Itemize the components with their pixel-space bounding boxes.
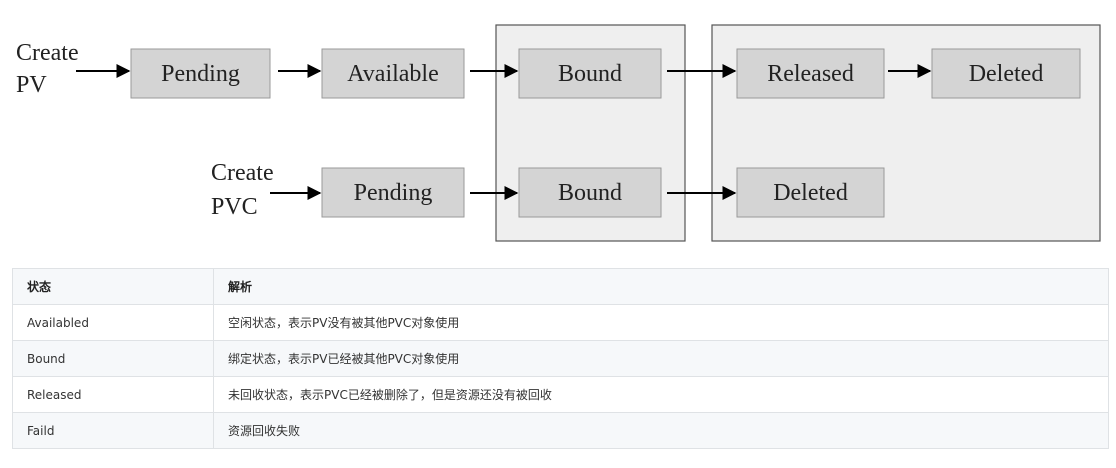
pv-state-table: 状态 解析 Availabled 空闲状态，表示PV没有被其他PVC对象使用 B… [12, 268, 1109, 449]
description-cell: 空闲状态，表示PV没有被其他PVC对象使用 [213, 304, 1109, 341]
node-label: Bound [558, 61, 622, 87]
state-cell: Availabled [12, 304, 214, 341]
node-label: Bound [558, 180, 622, 206]
column-header-description: 解析 [213, 268, 1109, 305]
node-label: Released [767, 61, 854, 87]
create-pv-label: Create PV [16, 40, 85, 98]
table-row: Bound 绑定状态，表示PV已经被其他PVC对象使用 [12, 340, 1109, 377]
state-cell: Faild [12, 412, 214, 449]
node-label: Deleted [773, 180, 848, 206]
state-cell: Bound [12, 340, 214, 377]
node-pvc-bound: Bound [518, 167, 662, 218]
node-pvc-pending: Pending [321, 167, 465, 218]
node-pv-deleted: Deleted [931, 48, 1081, 99]
description-cell: 未回收状态，表示PVC已经被删除了，但是资源还没有被回收 [213, 376, 1109, 413]
create-pvc-label: Create PVC [211, 160, 280, 220]
table-row: Faild 资源回收失败 [12, 412, 1109, 449]
node-pv-pending: Pending [130, 48, 271, 99]
state-cell: Released [12, 376, 214, 413]
node-pv-released: Released [736, 48, 885, 99]
node-pvc-deleted: Deleted [736, 167, 885, 218]
pv-lifecycle-diagram: Create PV Create PVC Pending Available B… [16, 24, 1101, 242]
table-row: Released 未回收状态，表示PVC已经被删除了，但是资源还没有被回收 [12, 376, 1109, 413]
table-row: Availabled 空闲状态，表示PV没有被其他PVC对象使用 [12, 304, 1109, 341]
description-cell: 资源回收失败 [213, 412, 1109, 449]
node-label: Pending [354, 180, 433, 206]
table-header-row: 状态 解析 [12, 268, 1109, 305]
node-pv-bound: Bound [518, 48, 662, 99]
description-cell: 绑定状态，表示PV已经被其他PVC对象使用 [213, 340, 1109, 377]
node-pv-available: Available [321, 48, 465, 99]
node-label: Available [347, 61, 439, 87]
node-label: Deleted [969, 61, 1044, 87]
column-header-state: 状态 [12, 268, 214, 305]
node-label: Pending [161, 61, 240, 87]
